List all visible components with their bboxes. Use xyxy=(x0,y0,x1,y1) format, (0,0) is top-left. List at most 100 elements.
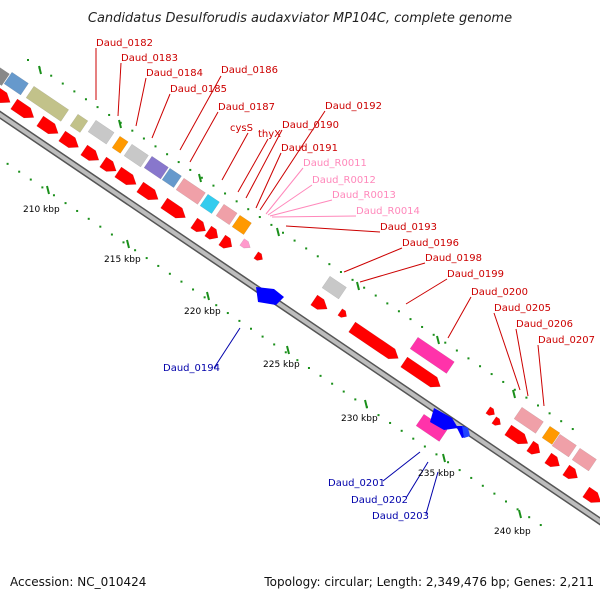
gene-feature-block xyxy=(409,336,455,374)
accession-text: Accession: NC_010424 xyxy=(10,575,146,589)
gene-label[interactable]: Daud_0203 xyxy=(372,511,429,522)
tick-mark xyxy=(46,185,50,195)
gene-label[interactable]: Daud_0200 xyxy=(471,287,528,298)
tick-dot xyxy=(560,420,563,423)
gene-label[interactable]: Daud_0207 xyxy=(538,335,595,346)
tick-dot xyxy=(502,380,505,383)
forward-cds-block xyxy=(204,225,219,240)
tick-dot xyxy=(536,404,539,407)
tick-dot xyxy=(293,239,296,242)
forward-cds-block xyxy=(337,308,347,318)
gene-feature-block xyxy=(143,155,169,180)
gene-label[interactable]: thyX xyxy=(258,129,281,140)
forward-cds-block xyxy=(218,234,233,249)
tick-dot xyxy=(354,398,357,401)
forward-cds-block xyxy=(544,452,560,468)
genome-summary-text: Topology: circular; Length: 2,349,476 bp… xyxy=(263,575,594,589)
tick-dot xyxy=(108,113,111,116)
leader-line xyxy=(179,75,222,151)
tick-dot xyxy=(50,74,53,77)
tick-mark xyxy=(206,291,210,301)
gene-label[interactable]: Daud_0205 xyxy=(494,303,551,314)
gene-label[interactable]: Daud_0191 xyxy=(281,143,338,154)
gene-label[interactable]: Daud_0199 xyxy=(447,269,504,280)
gene-label[interactable]: cysS xyxy=(230,123,253,134)
leader-line xyxy=(425,471,439,515)
forward-cds-block xyxy=(80,144,100,161)
leader-line xyxy=(259,110,326,211)
tick-dot xyxy=(412,437,415,440)
tick-dot xyxy=(397,310,400,313)
forward-cds-block xyxy=(36,115,59,135)
gene-label[interactable]: Daud_R0011 xyxy=(303,158,367,169)
tick-dot xyxy=(328,263,331,266)
tick-dot xyxy=(386,302,389,305)
gene-label[interactable]: Daud_R0012 xyxy=(312,175,376,186)
leader-line xyxy=(271,215,357,218)
leader-line xyxy=(245,129,283,199)
gene-label[interactable]: Daud_0182 xyxy=(96,38,153,49)
gene-label[interactable]: Daud_0206 xyxy=(516,319,573,330)
genome-backbone xyxy=(0,110,600,526)
tick-dot xyxy=(374,294,377,297)
gene-label[interactable]: Daud_0186 xyxy=(221,65,278,76)
leader-line xyxy=(493,312,521,391)
gene-label[interactable]: Daud_0183 xyxy=(121,53,178,64)
tick-dot xyxy=(351,278,354,281)
tick-dot xyxy=(131,129,134,132)
tick-dot xyxy=(389,421,392,424)
leader-line xyxy=(117,62,122,117)
forward-cds-block xyxy=(160,197,186,219)
gene-feature-block xyxy=(69,113,89,133)
forward-cds-block xyxy=(10,98,35,119)
gene-label[interactable]: Daud_0187 xyxy=(218,102,275,113)
tick-mark xyxy=(518,509,522,519)
tick-mark xyxy=(442,453,446,463)
tick-dot xyxy=(261,335,264,338)
tick-dot xyxy=(122,241,125,244)
gene-label[interactable]: Daud_R0014 xyxy=(356,206,420,217)
gene-feature-block xyxy=(123,143,149,168)
tick-dot xyxy=(400,429,403,432)
gene-label[interactable]: Daud_R0013 xyxy=(332,190,396,201)
gene-label[interactable]: Daud_0184 xyxy=(146,68,203,79)
gene-label[interactable]: Daud_0196 xyxy=(402,238,459,249)
tick-dot xyxy=(212,184,215,187)
tick-dot xyxy=(516,508,519,511)
tick-label-225: 225 kbp xyxy=(263,360,300,370)
forward-cds-block xyxy=(526,440,541,455)
gene-label[interactable]: Daud_0202 xyxy=(351,495,408,506)
gene-feature-block xyxy=(541,425,561,445)
tick-dot xyxy=(377,414,380,417)
tick-mark xyxy=(356,281,360,291)
gene-label[interactable]: Daud_0198 xyxy=(425,253,482,264)
forward-cds-block xyxy=(348,321,399,360)
tick-dot xyxy=(432,333,435,336)
forward-cds-block xyxy=(99,156,117,172)
label-leader-lines xyxy=(95,48,545,515)
tick-dot xyxy=(571,428,574,431)
tick-dot xyxy=(27,59,29,61)
gene-label[interactable]: Daud_0201 xyxy=(328,478,385,489)
gene-label[interactable]: Daud_0193 xyxy=(380,222,437,233)
tick-dot xyxy=(490,373,493,376)
gene-label[interactable]: Daud_0190 xyxy=(282,120,339,131)
gene-feature-block xyxy=(0,67,10,86)
tick-dot xyxy=(273,343,276,346)
tick-mark xyxy=(512,389,516,399)
gene-label[interactable]: Daud_0194 xyxy=(163,363,220,374)
tick-dot xyxy=(342,390,345,393)
tick-dot xyxy=(458,469,461,472)
gene-feature-block xyxy=(3,71,29,96)
gene-label[interactable]: Daud_0185 xyxy=(170,84,227,95)
tick-dot xyxy=(258,216,261,219)
tick-dot xyxy=(203,296,206,299)
tick-dot xyxy=(339,271,342,274)
forward-cds-block xyxy=(400,356,441,388)
tick-dot xyxy=(157,264,160,267)
leader-line xyxy=(237,138,269,193)
tick-dot xyxy=(504,500,507,503)
gene-feature-block xyxy=(111,135,129,154)
tick-dot xyxy=(249,327,252,330)
gene-label[interactable]: Daud_0192 xyxy=(325,101,382,112)
